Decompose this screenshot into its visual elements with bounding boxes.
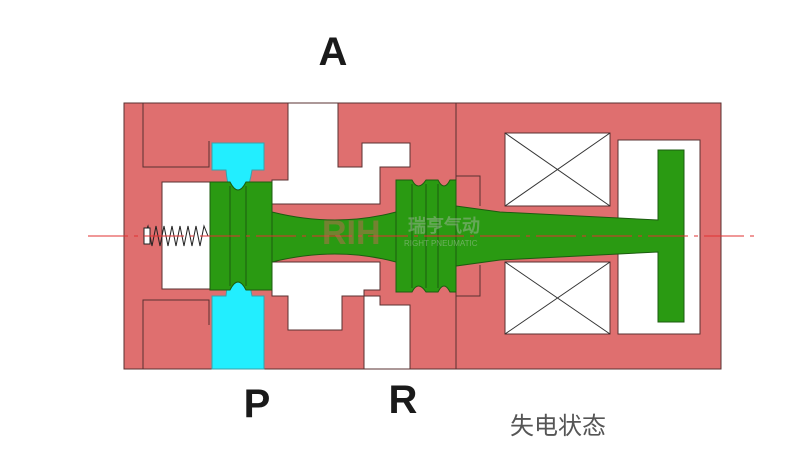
- return-spring: [143, 224, 209, 247]
- coil-winding-marks: [504, 132, 611, 335]
- watermark-logo: RIH: [322, 214, 381, 252]
- watermark-company: 瑞亨气动: [408, 215, 480, 236]
- state-caption: 失电状态: [510, 412, 606, 440]
- watermark: RIH 瑞亨气动 RIGHT PNEUMATIC: [322, 214, 480, 252]
- port-r-label: R: [389, 378, 418, 422]
- port-a-passage: [271, 102, 411, 205]
- watermark-company-en: RIGHT PNEUMATIC: [404, 239, 478, 248]
- port-a-label: A: [319, 30, 348, 74]
- pressure-path: [211, 142, 265, 370]
- port-p-label: P: [244, 382, 271, 426]
- port-r-passage: [271, 261, 411, 370]
